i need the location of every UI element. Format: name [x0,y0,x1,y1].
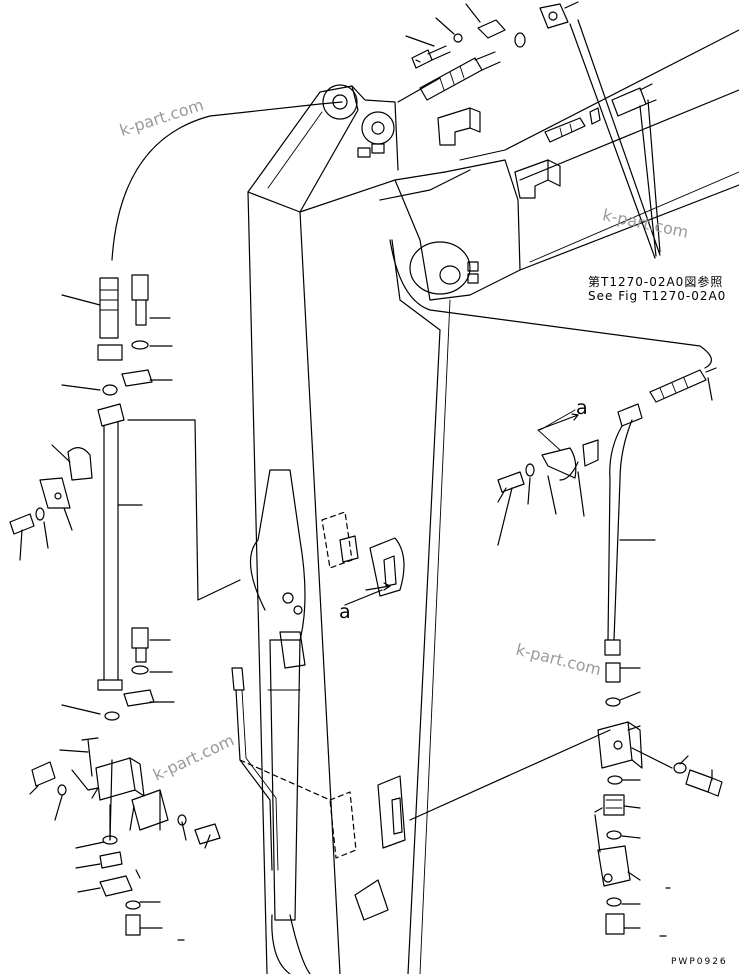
right-clamp [497,409,599,493]
top-pins [411,1,657,199]
boom-pin-bosses [322,84,479,295]
view-mark-a-lower: a [339,601,351,623]
stop-valve-block [31,737,221,936]
boom-arm [247,29,739,974]
boom-clamps [321,511,406,921]
reference-leaders [111,19,661,261]
left-pipe-assembly [9,274,241,721]
figure-reference-english: See Fig T1270-02A0 [588,289,727,303]
hose-upper [389,239,717,403]
part-leaders-right [405,3,713,937]
right-pipe-assembly [409,403,723,935]
boom-cylinder [231,469,331,974]
view-mark-a-upper: a [576,397,588,419]
view-arrows [365,413,579,591]
part-leaders-left [19,294,211,941]
drawing-code: PWP0926 [671,957,728,967]
figure-reference-japanese: 第T1270-02A0図参照 [588,275,724,289]
